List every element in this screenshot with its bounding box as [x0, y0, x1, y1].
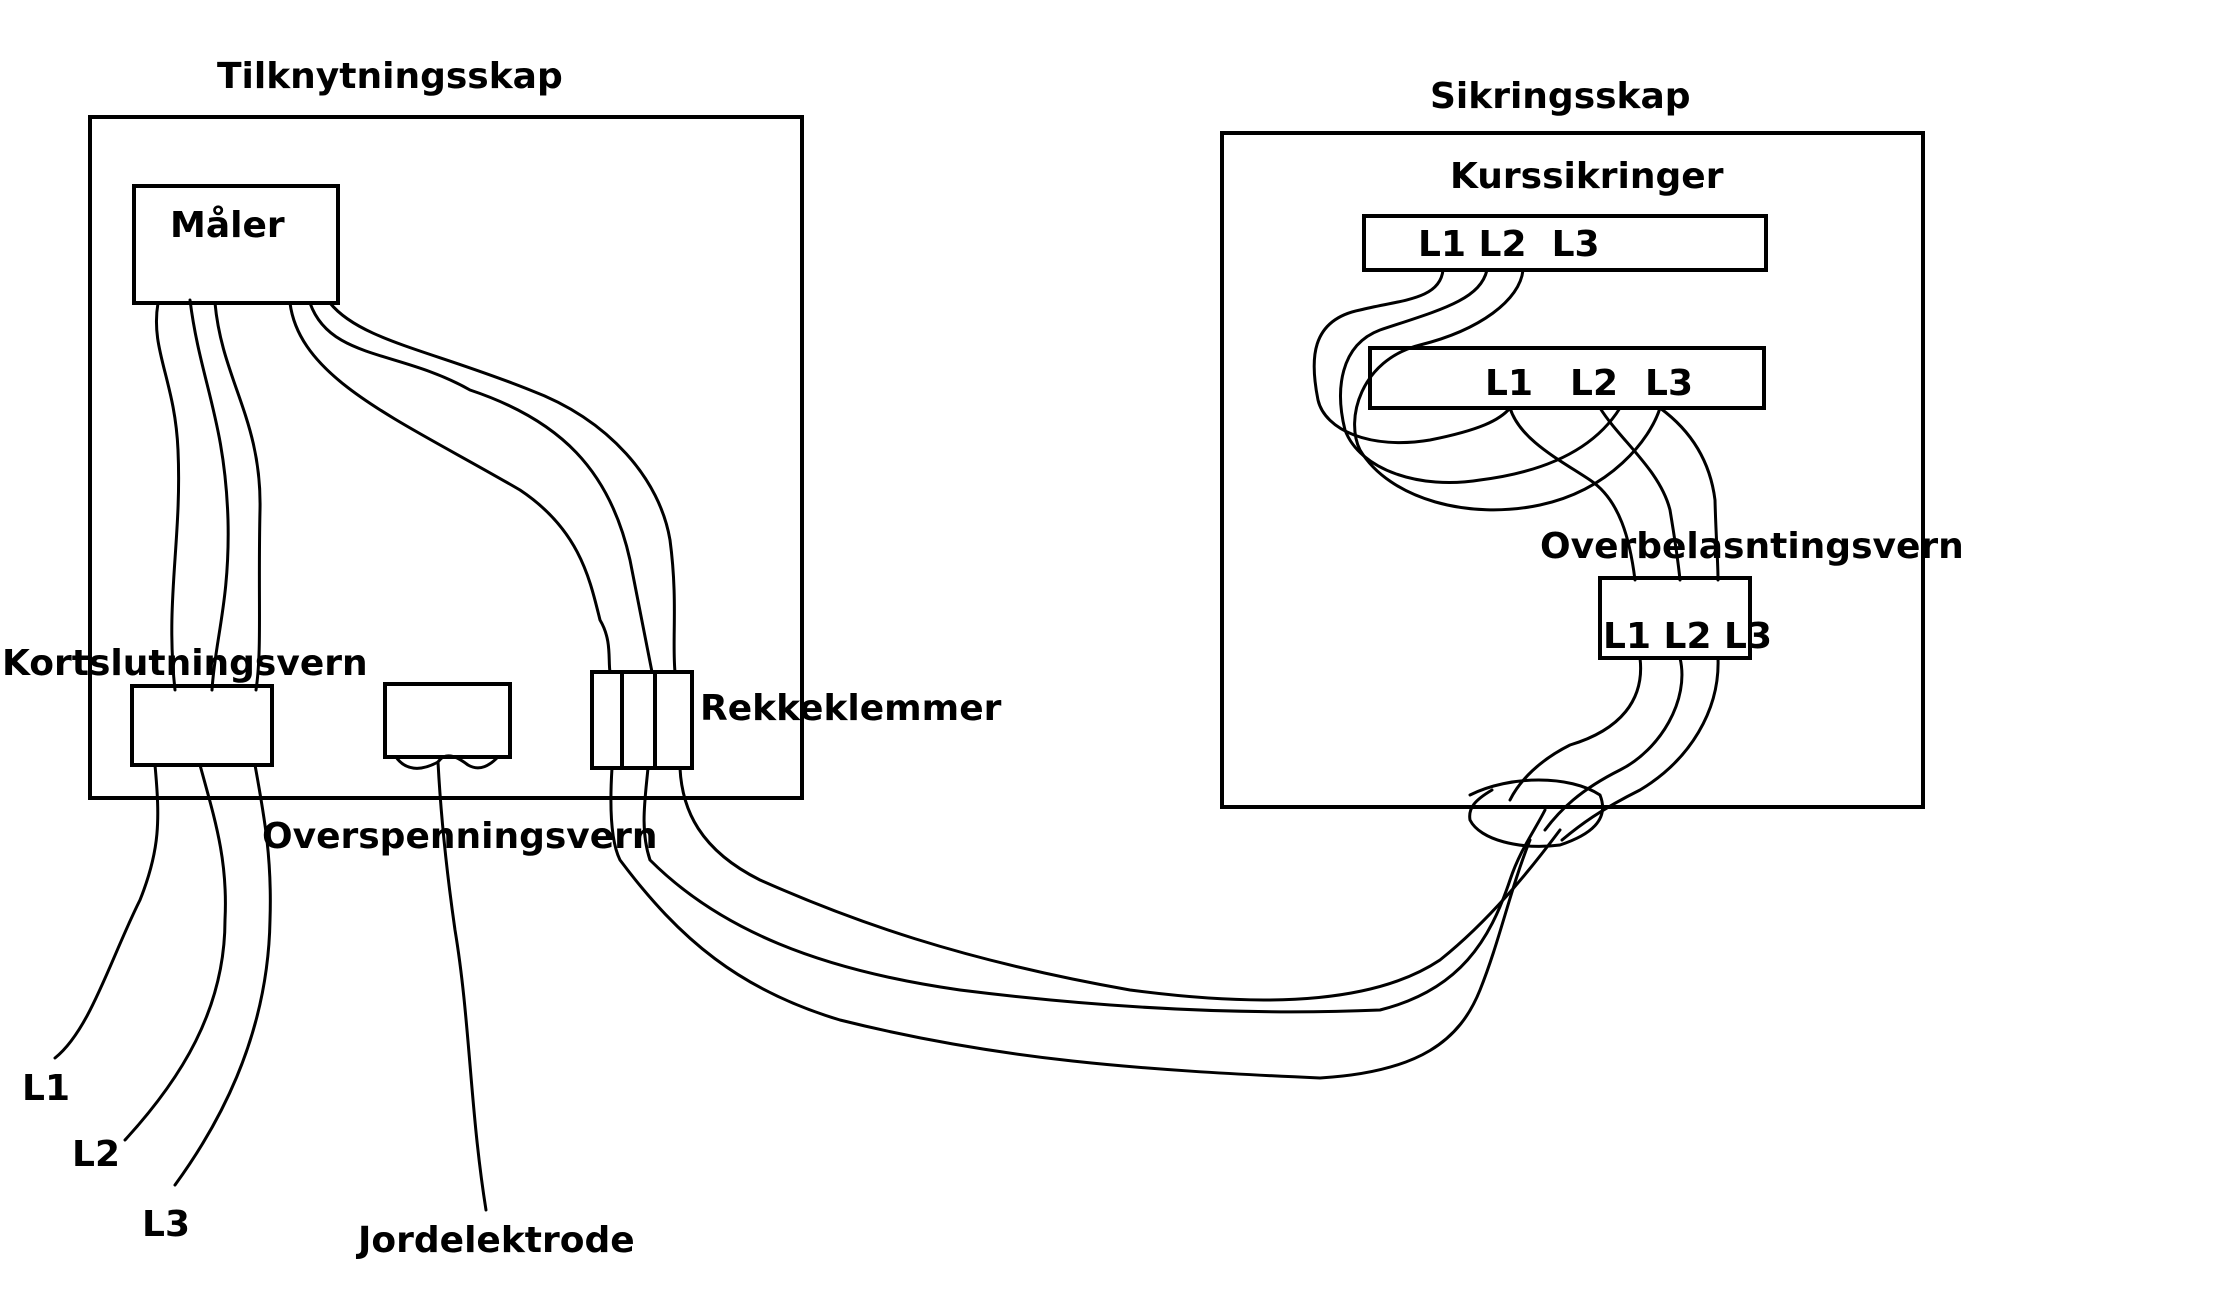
sikringsskap-title: Sikringsskap — [1430, 76, 1691, 117]
overbelastningsvern-box — [1598, 576, 1752, 660]
maler-to-rekkeklemmer-wires — [288, 301, 677, 674]
tilknytningsskap-title: Tilknytningsskap — [217, 56, 563, 97]
maler-box — [132, 184, 340, 305]
kortslutningsvern-label: Kortslutningsvern — [2, 643, 368, 684]
main-cable-wires — [609, 766, 1562, 1080]
overbelastningsvern-label: Overbelasntingsvern — [1540, 526, 1964, 567]
incoming-phase-wires — [53, 763, 272, 1187]
kurssikringer-bottom-l3: L3 — [1645, 363, 1693, 404]
sikringsskap-cabinet — [1220, 131, 1925, 809]
kurssikringer-loop-wires — [1312, 268, 1662, 512]
kurssikringer-bottom-l2: L2 — [1570, 363, 1618, 404]
incoming-l3-label: L3 — [142, 1204, 190, 1245]
kurs-to-overbelastning-wires — [1508, 406, 1720, 582]
kurssikringer-top-box — [1362, 214, 1768, 272]
maler-to-kortslutningsvern-wires — [154, 298, 262, 692]
kurssikringer-label: Kurssikringer — [1450, 156, 1724, 197]
overbelastningsvern-phases: L1 L2 L3 — [1603, 616, 1772, 657]
kurssikringer-bottom-l1: L1 — [1485, 363, 1533, 404]
incoming-l2-label: L2 — [72, 1134, 120, 1175]
maler-label: Måler — [170, 205, 285, 246]
overbelastning-to-cable-wires — [1508, 656, 1720, 842]
overspenningsvern-label: Overspenningsvern — [262, 816, 658, 857]
rekkeklemmer-block — [590, 670, 694, 770]
incoming-l1-label: L1 — [22, 1068, 70, 1109]
kurssikringer-top-phases: L1 L2 L3 — [1418, 224, 1600, 265]
jordelektrode-wire — [394, 754, 500, 1212]
kurssikringer-bottom-box — [1368, 346, 1766, 410]
cable-gland — [1468, 778, 1605, 848]
rekkeklemmer-label: Rekkeklemmer — [700, 688, 1002, 729]
kortslutningsvern-box — [130, 684, 274, 767]
overspenningsvern-box — [383, 682, 512, 759]
jordelektrode-label: Jordelektrode — [355, 1220, 635, 1261]
tilknytningsskap-cabinet — [88, 115, 804, 800]
